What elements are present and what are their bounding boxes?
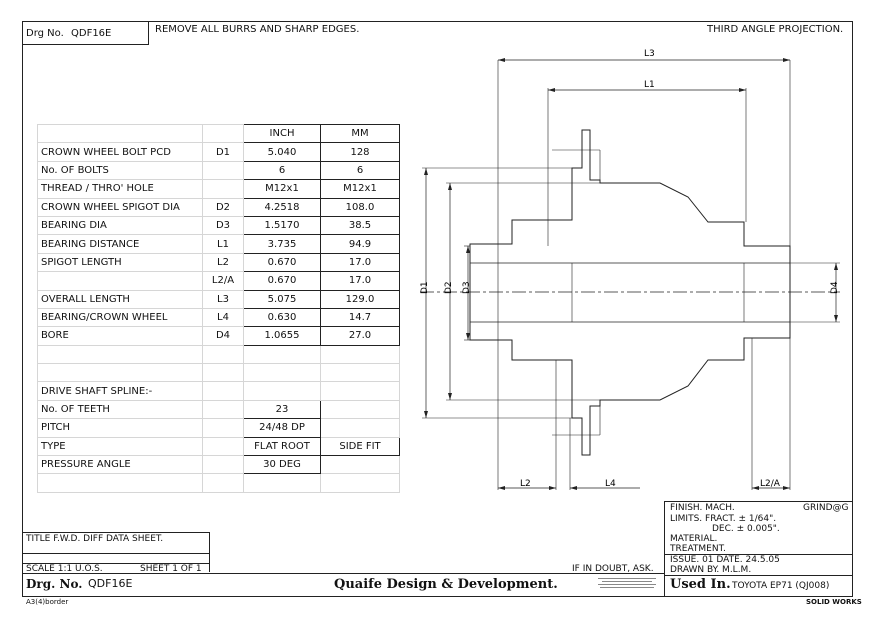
label-d1: D1: [420, 281, 430, 294]
tb-scale: SCALE 1:1 U.O.S.: [26, 564, 103, 574]
label-d4: D4: [830, 281, 840, 294]
drg-box-right: [148, 21, 149, 45]
label-l1: L1: [644, 80, 655, 90]
label-d2: D2: [444, 281, 454, 294]
tb-line: [22, 553, 209, 554]
tb-line: [22, 532, 209, 533]
tb-treatment: TREATMENT.: [670, 544, 726, 554]
header-projection: THIRD ANGLE PROJECTION.: [707, 24, 844, 35]
tb-line: [664, 501, 852, 502]
tb-line: [664, 501, 665, 597]
header-drg-no: QDF16E: [71, 28, 112, 39]
border-top: [22, 21, 852, 22]
tb-material: MATERIAL.: [670, 534, 718, 544]
header-drg-label: Drg No.: [26, 28, 64, 39]
header-note: REMOVE ALL BURRS AND SHARP EDGES.: [155, 24, 360, 35]
label-l4: L4: [605, 479, 616, 489]
tb-grind: GRIND@G: [803, 503, 849, 513]
tb-small-print: [598, 576, 656, 592]
tb-used-label: Used In.: [670, 577, 731, 592]
drg-box-bottom: [22, 44, 149, 45]
tb-line: [22, 573, 664, 574]
table-row-blank: [37, 473, 400, 493]
border-bottom: [22, 596, 853, 597]
tb-drg-label: Drg. No.: [26, 577, 83, 591]
tb-line: [209, 532, 210, 572]
housing-outline: [469, 129, 791, 456]
tb-dec: DEC. ± 0.005".: [712, 524, 780, 534]
tb-company: Quaife Design & Development.: [334, 577, 558, 592]
tb-title: TITLE F.W.D. DIFF DATA SHEET.: [26, 534, 164, 544]
label-l3: L3: [644, 49, 655, 59]
tb-finish: FINISH. MACH.: [670, 503, 735, 513]
border-right: [852, 21, 853, 597]
label-l2: L2: [520, 479, 531, 489]
tb-line: [664, 554, 852, 555]
tb-doubt: IF IN DOUBT, ASK.: [572, 564, 654, 574]
tb-drg-no: QDF16E: [88, 577, 133, 590]
tb-limits: LIMITS. FRACT. ± 1/64".: [670, 514, 777, 524]
border-left: [22, 21, 23, 597]
footer-left: A3(4)border: [26, 598, 69, 606]
tb-issue: ISSUE. 01 DATE. 24.5.05: [670, 555, 780, 565]
tb-line: [664, 575, 852, 576]
label-l2a: L2/A: [760, 479, 781, 489]
tb-line: [22, 563, 209, 564]
tb-sheet: SHEET 1 OF 1: [140, 564, 202, 574]
label-d3: D3: [462, 281, 472, 294]
footer-right: SOLID WORKS: [806, 598, 862, 606]
tb-used-value: TOYOTA EP71 (QJ008): [732, 581, 830, 591]
tb-drawn: DRAWN BY. M.L.M.: [670, 565, 752, 575]
